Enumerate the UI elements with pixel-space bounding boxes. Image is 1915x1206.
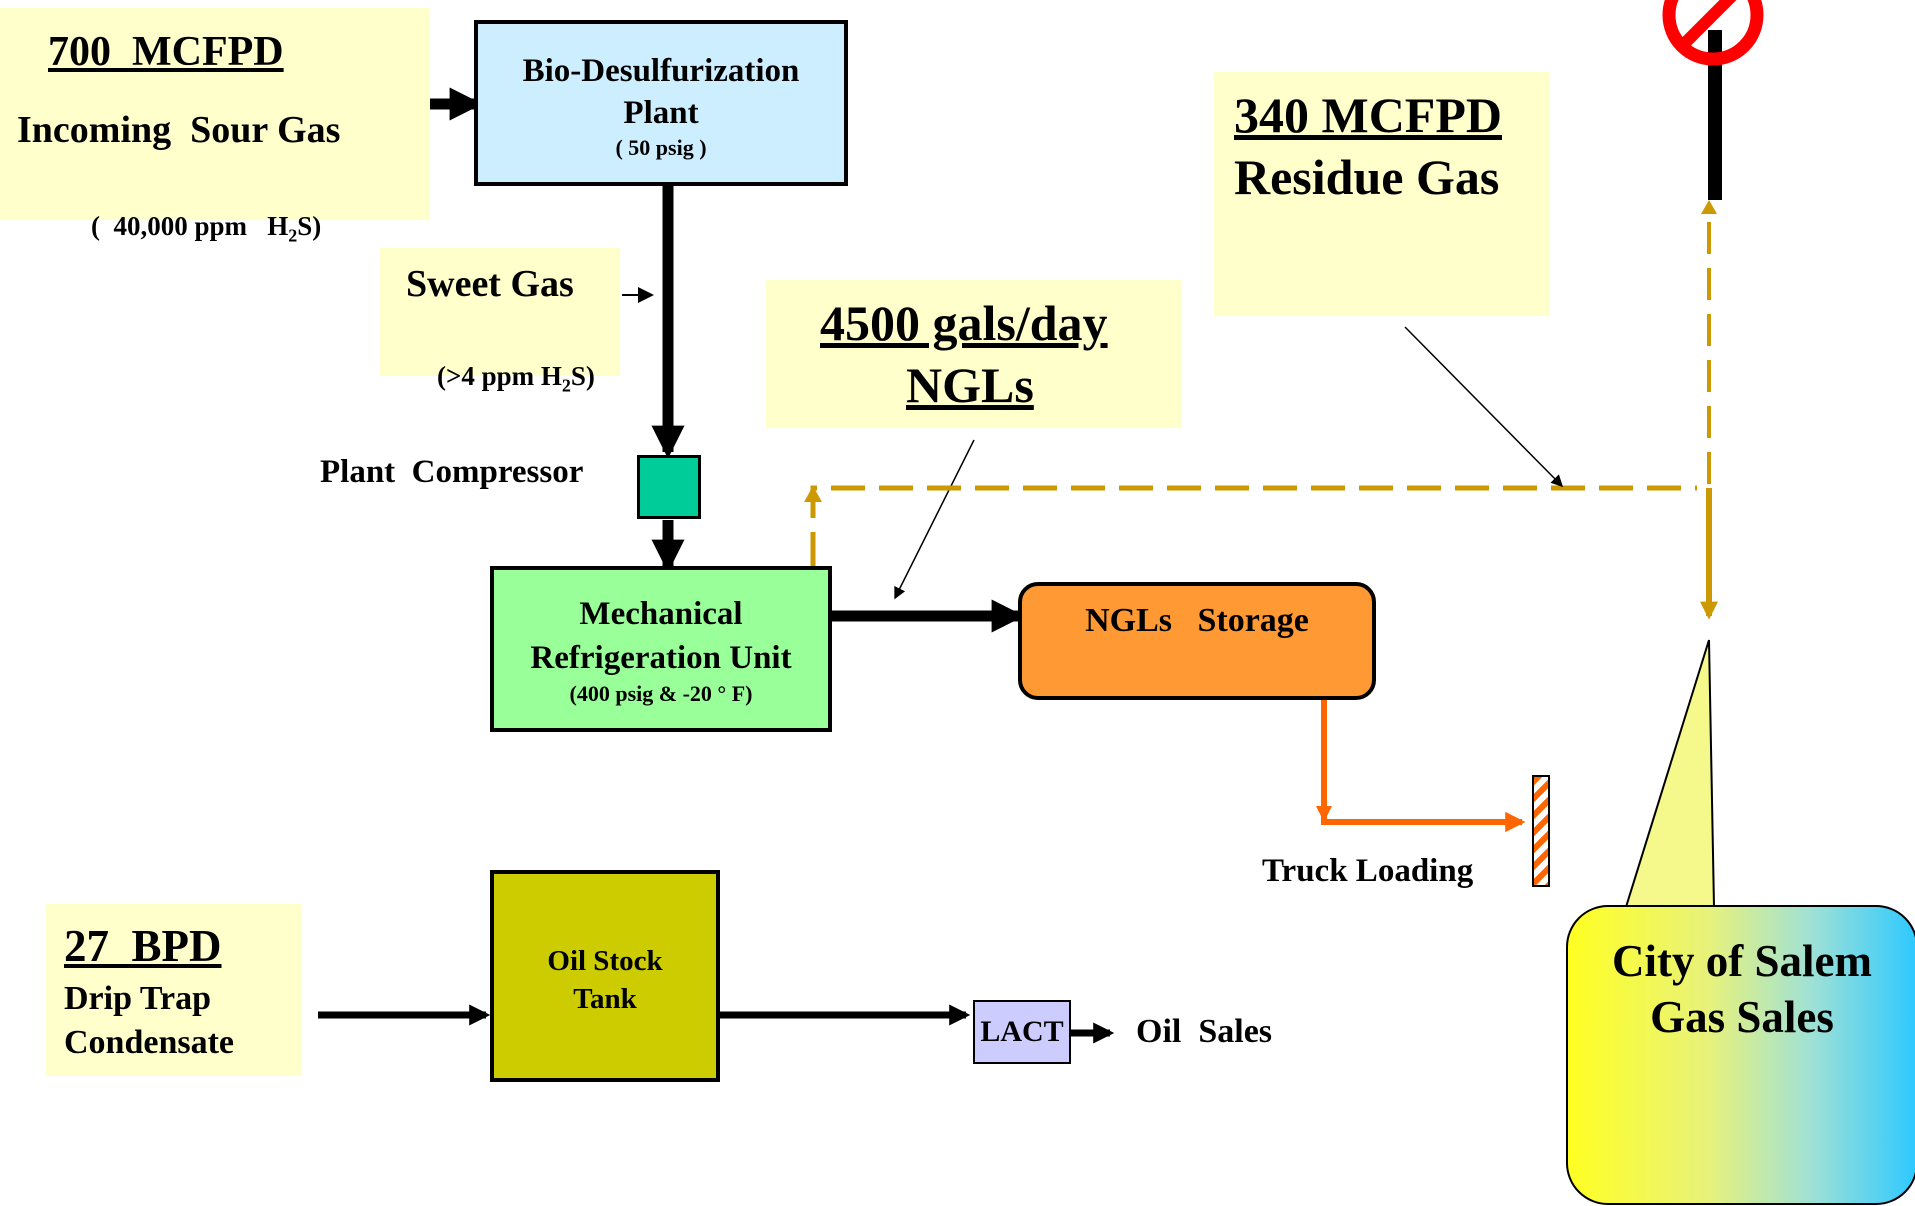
callout-tail bbox=[1625, 639, 1715, 908]
truck-loading-icon bbox=[1532, 775, 1550, 887]
truck-line bbox=[1321, 698, 1526, 833]
residue-gas-line bbox=[810, 485, 1697, 566]
flare-arrowhead bbox=[1701, 200, 1717, 214]
sales-line2: Gas Sales bbox=[1650, 992, 1834, 1042]
tank-line2: Tank bbox=[573, 983, 637, 1015]
gas-sales-callout: City of Salem Gas Sales bbox=[1566, 905, 1915, 1205]
no-flare-icon bbox=[1662, 0, 1764, 66]
compressor-label: Plant Compressor bbox=[320, 454, 584, 490]
truck-down-arrowhead bbox=[1316, 806, 1332, 822]
lact-label: LACT bbox=[980, 1015, 1064, 1048]
refrigeration-unit: Mechanical Refrigeration Unit (400 psig … bbox=[490, 566, 832, 732]
residue-rate: 340 MCFPD bbox=[1234, 87, 1502, 143]
ngl-storage: NGLs Storage bbox=[1018, 582, 1376, 700]
oil-stock-tank: Oil Stock Tank bbox=[490, 870, 720, 1082]
mru-line2: Refrigeration Unit bbox=[530, 640, 792, 676]
inlet-note: 700 MCFPD Incoming Sour Gas ( 40,000 ppm… bbox=[0, 8, 430, 245]
condensate-line1: Drip Trap bbox=[64, 980, 212, 1017]
residue-gas-note: 340 MCFPD Residue Gas bbox=[1214, 72, 1550, 316]
inlet-ppm: ( 40,000 ppm H2S) bbox=[91, 211, 322, 246]
sweet-gas-label: Sweet Gas bbox=[406, 263, 574, 305]
lact-unit: LACT bbox=[973, 1000, 1071, 1064]
inlet-rate: 700 MCFPD bbox=[48, 29, 284, 75]
mru-line3: (400 psig & -20 ° F) bbox=[569, 681, 753, 706]
mru-line1: Mechanical bbox=[579, 596, 743, 632]
condensate-rate: 27 BPD bbox=[64, 921, 222, 971]
storage-label: NGLs Storage bbox=[1085, 602, 1309, 639]
tank-line1: Oil Stock bbox=[547, 945, 663, 977]
residue-gas-arrowhead bbox=[804, 486, 822, 502]
compressor-icon bbox=[637, 455, 701, 519]
desulf-line3: ( 50 psig ) bbox=[615, 135, 707, 160]
condensate-line2: Condensate bbox=[64, 1024, 235, 1061]
ngl-label: NGLs bbox=[906, 357, 1034, 413]
desulf-line2: Plant bbox=[623, 95, 699, 131]
oil-sales-label: Oil Sales bbox=[1136, 1013, 1273, 1050]
ngl-pointer bbox=[894, 439, 975, 600]
ngl-note: 4500 gals/day NGLs bbox=[766, 280, 1182, 428]
sales-line1: City of Salem bbox=[1612, 936, 1872, 986]
residue-pointer bbox=[1404, 326, 1564, 488]
condensate-note: 27 BPD Drip Trap Condensate bbox=[46, 904, 302, 1076]
ngl-rate: 4500 gals/day bbox=[820, 295, 1108, 351]
residue-label: Residue Gas bbox=[1234, 149, 1500, 205]
desulf-line1: Bio-Desulfurization bbox=[522, 53, 800, 89]
truck-loading-label: Truck Loading bbox=[1262, 853, 1474, 889]
sweet-gas-note: Sweet Gas (>4 ppm H2S) bbox=[380, 248, 620, 395]
desulfurization-plant: Bio-Desulfurization Plant ( 50 psig ) bbox=[474, 20, 848, 186]
inlet-label: Incoming Sour Gas bbox=[17, 109, 341, 151]
sweet-gas-ppm: (>4 ppm H2S) bbox=[437, 361, 595, 396]
